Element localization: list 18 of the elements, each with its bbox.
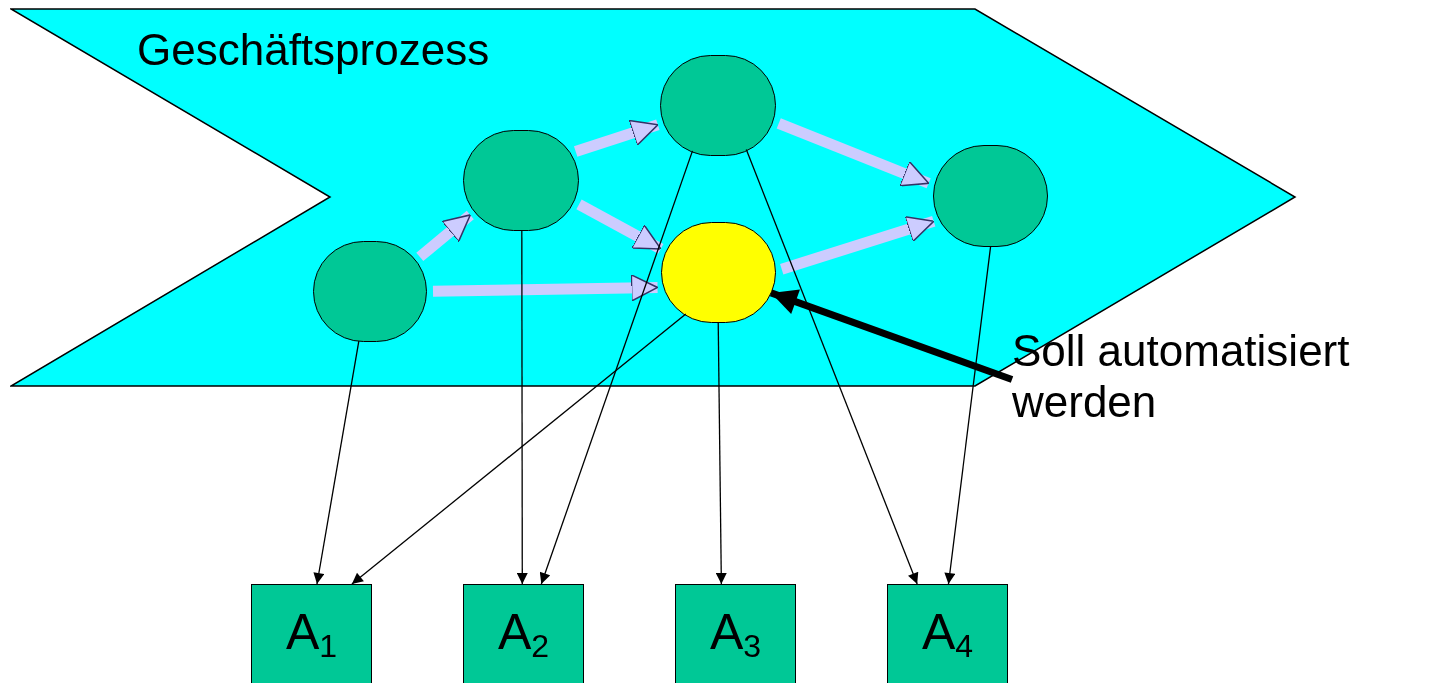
application-box: A$_{3}$ (675, 584, 796, 683)
arrow (944, 246, 992, 585)
application-box: A$_{1}$ (251, 584, 372, 683)
application-box: A$_{2}$ (463, 584, 584, 683)
arrow (539, 150, 694, 585)
block-arrow (576, 199, 664, 254)
arrow (313, 340, 360, 585)
block-arrow (432, 274, 659, 302)
arrow (516, 230, 528, 585)
block-arrow (573, 119, 660, 157)
block-arrow (416, 210, 474, 262)
block-arrow (776, 118, 931, 189)
block-arrow (780, 215, 936, 275)
application-box: A$_{4}$ (887, 584, 1008, 683)
arrow (715, 322, 727, 585)
arrow (745, 148, 919, 585)
arrow (351, 313, 687, 585)
band-heading: Geschäftsprozess (137, 28, 490, 72)
